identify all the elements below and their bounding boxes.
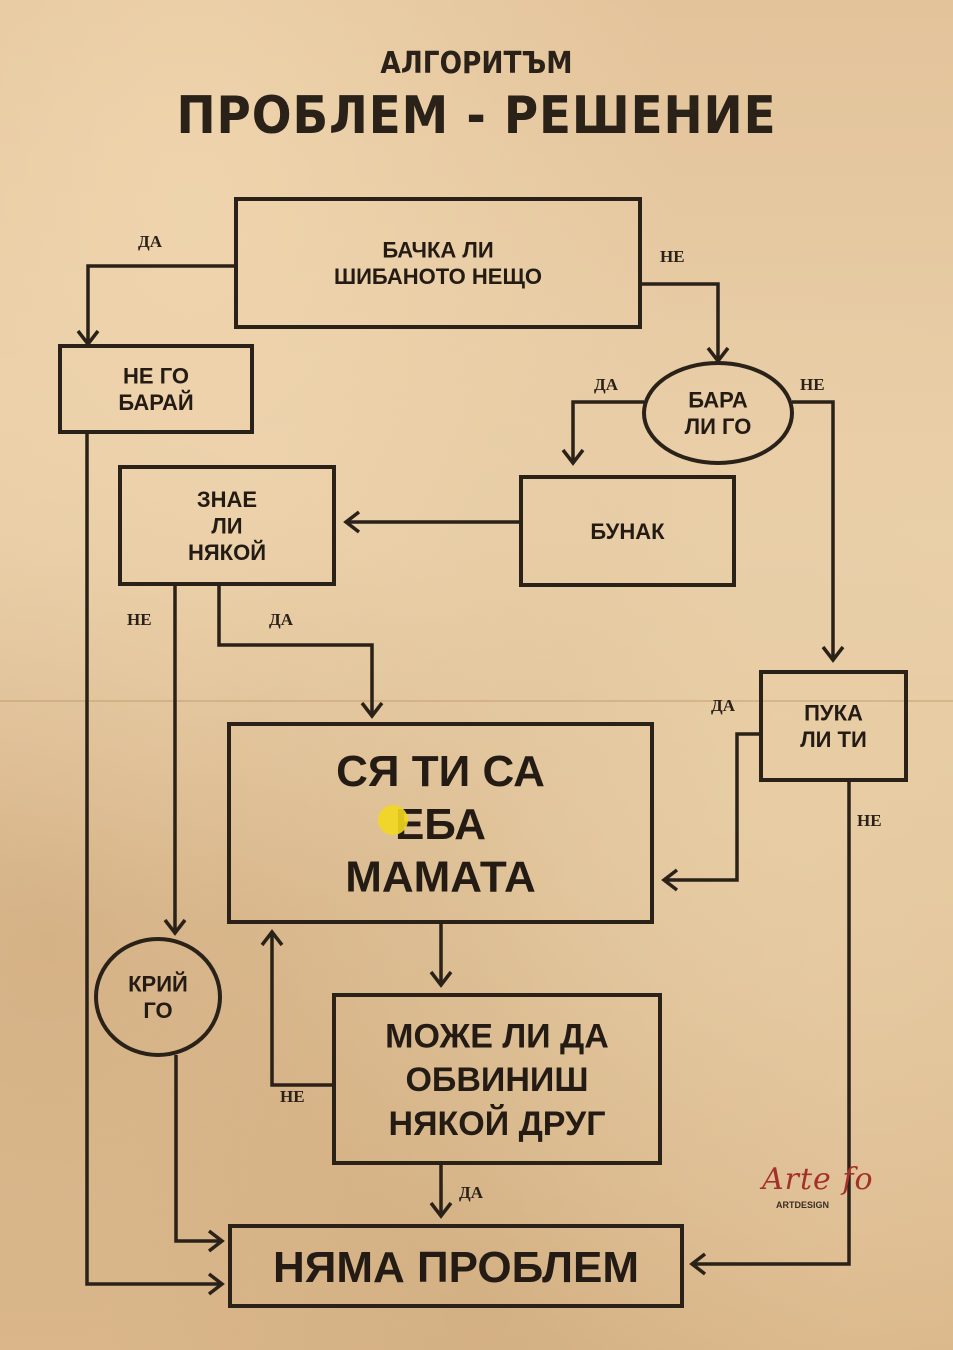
node-text-line: СЯ ТИ СА	[336, 747, 545, 796]
node-text-line: БУНАК	[590, 519, 665, 544]
arrowhead	[561, 448, 585, 466]
edge-doomed-to-blame	[429, 922, 453, 988]
connector-line	[692, 780, 851, 1266]
arrowhead	[429, 1201, 453, 1219]
arrowhead	[163, 918, 187, 936]
arrowhead	[76, 329, 100, 347]
arrowhead	[706, 346, 730, 364]
edge-touched-to-idiot: ДА	[561, 375, 644, 466]
node-idiot: БУНАК	[519, 475, 736, 587]
connector-line	[217, 584, 374, 716]
edge-works-to-touched: НЕ	[640, 247, 730, 364]
edge-label: ДА	[711, 696, 736, 715]
edge-works-to-dont-touch: ДА	[76, 232, 236, 347]
edge-label: ДА	[459, 1183, 484, 1202]
node-box	[332, 993, 662, 1165]
node-box	[118, 465, 336, 586]
edge-label: НЕ	[280, 1087, 305, 1106]
arrowhead	[821, 645, 845, 663]
connector-line	[85, 432, 222, 1286]
arrowhead	[661, 868, 679, 892]
node-no-problem: НЯМА ПРОБЛЕМ	[228, 1224, 684, 1308]
node-text-line: ЛИ ГО	[685, 414, 752, 439]
edge-anyone-knows-to-hide: НЕ	[127, 584, 187, 936]
edge-anyone-knows-to-doomed: ДА	[217, 584, 384, 719]
arrowhead	[360, 701, 384, 719]
edge-hide-to-no-problem	[174, 1055, 225, 1253]
node-text-line: НЕ ГО	[123, 364, 189, 389]
node-text-line: НЯКОЙ	[188, 540, 266, 565]
edge-label: ДА	[269, 610, 294, 629]
edge-label: НЕ	[800, 375, 825, 394]
edge-idiot-to-anyone-knows	[343, 510, 521, 534]
node-ellipse	[642, 361, 794, 465]
node-text-line: БАРАЙ	[118, 390, 193, 415]
node-box	[519, 475, 736, 587]
edge-label: ДА	[138, 232, 163, 251]
edge-blame-to-no-problem: ДА	[429, 1163, 484, 1219]
node-text-line: НЯКОЙ ДРУГ	[389, 1104, 606, 1143]
title-problem-solution: ПРОБЛЕМ - РЕШЕНИЕ	[176, 86, 777, 146]
node-text-line: ЛИ	[211, 513, 242, 538]
connector-line	[270, 932, 334, 1087]
connector-line	[571, 400, 644, 463]
arrowhead	[207, 1272, 225, 1296]
node-text-line: БАРА	[688, 388, 748, 413]
edge-label: НЕ	[857, 811, 882, 830]
node-blame: МОЖЕ ЛИ ДА ОБВИНИШ НЯКОЙ ДРУГ	[332, 993, 662, 1165]
node-text-line: ШИБАНОТО НЕЩО	[334, 264, 542, 289]
connector-line	[174, 1055, 222, 1243]
highlight-dot	[378, 805, 408, 835]
node-text-line: МАМАТА	[345, 853, 536, 902]
arrowhead	[260, 929, 284, 947]
edge-label: НЕ	[127, 610, 152, 629]
title-algorithm: АЛГОРИТЪМ	[380, 46, 573, 81]
node-box	[234, 197, 642, 329]
node-text-line: ПУКА	[804, 701, 863, 726]
node-ellipse	[94, 937, 222, 1057]
arrowhead	[343, 510, 361, 534]
node-text-line: ЗНАЕ	[197, 487, 257, 512]
connector-line	[640, 282, 720, 361]
connector-line	[664, 732, 761, 882]
connector-line	[86, 264, 236, 344]
node-text-line: ГО	[143, 998, 172, 1023]
node-text-line: БАЧКА ЛИ	[382, 238, 493, 263]
node-text-line: КРИЙ	[128, 972, 188, 997]
node-text-line: ЕБА	[395, 800, 486, 849]
arrowhead	[429, 970, 453, 988]
connector-line	[792, 400, 835, 660]
node-box	[58, 344, 254, 434]
artefo-logo: Arte fo ARTDESIGN	[762, 1162, 892, 1222]
node-text-line: МОЖЕ ЛИ ДА	[385, 1018, 609, 1056]
edge-label: НЕ	[660, 247, 685, 266]
edge-dont-touch-to-no-problem	[85, 432, 225, 1296]
edge-care-to-no-problem: НЕ	[689, 780, 882, 1276]
arrowhead	[689, 1252, 707, 1276]
edge-touched-to-care: НЕ	[792, 375, 845, 663]
logo-subtext: ARTDESIGN	[776, 1200, 830, 1210]
logo-text: Arte fo	[762, 1162, 874, 1197]
edge-care-to-doomed: ДА	[661, 696, 761, 892]
node-text-line: ОБВИНИШ	[405, 1061, 588, 1099]
node-text-line: ЛИ ТИ	[800, 727, 867, 752]
node-box	[228, 1224, 684, 1308]
arrowhead	[207, 1229, 225, 1253]
node-text-line: НЯМА ПРОБЛЕМ	[273, 1243, 639, 1292]
node-box	[759, 670, 908, 782]
paper-fold-line	[0, 700, 953, 702]
edge-blame-to-doomed: НЕ	[260, 929, 334, 1106]
edge-label: ДА	[594, 375, 619, 394]
